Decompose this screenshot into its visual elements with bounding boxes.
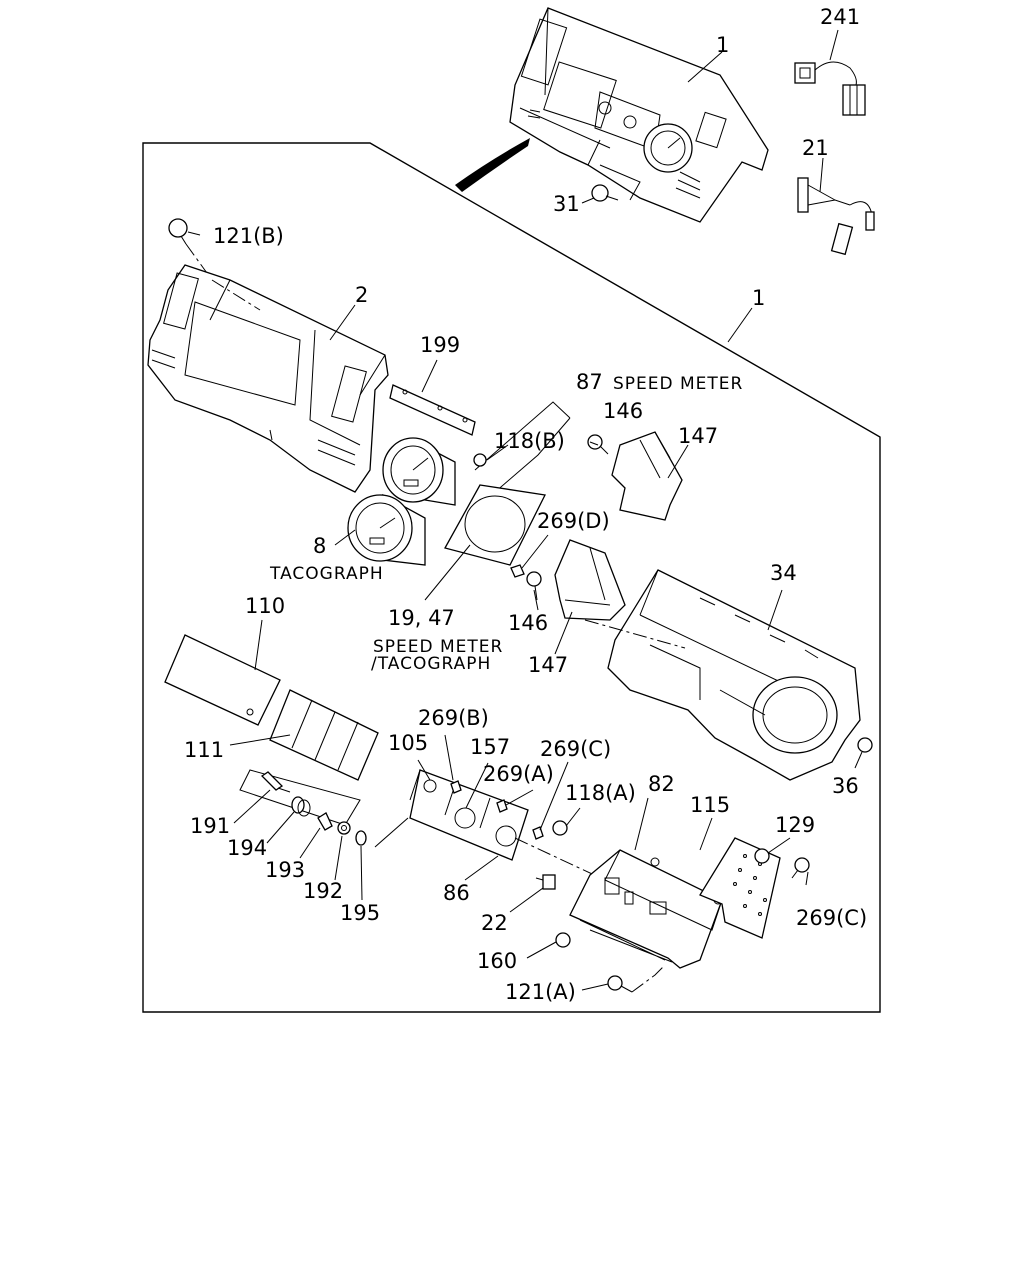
- part-labels: 1 241 21 31 121(B) 2 1 199 87 SPEED METE…: [184, 5, 867, 1004]
- part-2-bezel: [147, 264, 389, 493]
- label-111: 111: [184, 738, 224, 762]
- part-31-screw: [591, 184, 619, 202]
- part-82-circuit-board: [569, 849, 723, 969]
- label-269c-top: 269(C): [540, 737, 611, 761]
- label-36: 36: [832, 774, 859, 798]
- label-21: 21: [802, 136, 829, 160]
- label-146-mid: 146: [508, 611, 548, 635]
- label-86: 86: [443, 881, 470, 905]
- label-160: 160: [477, 949, 517, 973]
- label-121b: 121(B): [213, 224, 284, 248]
- label-tacograph: TACOGRAPH: [269, 564, 384, 584]
- label-31: 31: [553, 192, 580, 216]
- part-21-harness: [797, 177, 875, 256]
- label-192: 192: [303, 879, 343, 903]
- label-129: 129: [775, 813, 815, 837]
- label-2: 2: [355, 283, 368, 307]
- label-147-top: 147: [678, 424, 718, 448]
- label-82: 82: [648, 772, 675, 796]
- label-speed-meter-2: SPEED METER: [373, 637, 503, 657]
- label-121a: 121(A): [505, 980, 576, 1004]
- part-19-47-lens: [444, 484, 546, 566]
- label-269d: 269(D): [537, 509, 610, 533]
- label-146-top: 146: [603, 399, 643, 423]
- assembly-pointer-arrow: [455, 138, 530, 192]
- part-269a-screw: [496, 799, 508, 813]
- label-1-top: 1: [716, 33, 729, 57]
- part-193-socket: [317, 812, 333, 831]
- label-241: 241: [820, 5, 860, 29]
- label-269a: 269(A): [483, 762, 554, 786]
- label-194: 194: [227, 836, 267, 860]
- part-118b-screw: [473, 453, 487, 467]
- label-193: 193: [265, 858, 305, 882]
- label-118a: 118(A): [565, 781, 636, 805]
- label-157: 157: [470, 735, 510, 759]
- label-speed-meter: SPEED METER: [613, 374, 743, 394]
- part-129-screw: [754, 848, 770, 864]
- label-tacograph-2: /TACOGRAPH: [371, 654, 491, 674]
- part-160-screw: [555, 932, 571, 948]
- part-241-connector: [794, 61, 866, 116]
- part-110-panel: [164, 634, 281, 726]
- part-86-indicator-plate: [374, 769, 529, 861]
- tacograph-gauge: [347, 493, 426, 566]
- part-147-bracket-mid: [554, 539, 626, 621]
- label-87: 87: [576, 370, 603, 394]
- part-146-screw-top: [587, 434, 609, 455]
- label-105: 105: [388, 731, 428, 755]
- part-34-case: [584, 569, 861, 781]
- label-34: 34: [770, 561, 797, 585]
- part-36-screw: [857, 737, 873, 753]
- label-191: 191: [190, 814, 230, 838]
- label-269c-bottom: 269(C): [796, 906, 867, 930]
- label-19-47: 19, 47: [388, 606, 455, 630]
- label-110: 110: [245, 594, 285, 618]
- leader-dashed-86: [514, 837, 606, 881]
- part-192-washer: [337, 821, 351, 835]
- label-118b: 118(B): [494, 429, 565, 453]
- label-269b: 269(B): [418, 706, 489, 730]
- part-269c-screw-top: [532, 826, 544, 840]
- part-146-screw-mid: [526, 571, 542, 601]
- part-199-plate: [389, 384, 476, 436]
- leader-lines: [187, 29, 863, 991]
- part-118a-screw: [552, 820, 568, 836]
- speed-meter-gauge: [382, 437, 456, 506]
- part-269b-screw: [450, 780, 462, 794]
- label-147-mid: 147: [528, 653, 568, 677]
- part-147-bracket-top: [611, 431, 683, 521]
- part-121a-screw: [607, 964, 666, 993]
- assembled-cluster-illustration: [509, 7, 769, 223]
- label-195: 195: [340, 901, 380, 925]
- part-194-spring: [291, 796, 311, 817]
- part-269c-screw-bottom: [791, 857, 810, 879]
- label-22: 22: [481, 911, 508, 935]
- label-115: 115: [690, 793, 730, 817]
- part-195-washer: [355, 830, 367, 846]
- part-22-bulb-socket: [535, 874, 556, 890]
- part-269d-screw: [510, 564, 525, 578]
- label-1-frame: 1: [752, 286, 765, 310]
- label-8: 8: [313, 534, 326, 558]
- label-199: 199: [420, 333, 460, 357]
- exploded-view-frame: [142, 142, 881, 1013]
- part-191-bulb: [260, 771, 291, 793]
